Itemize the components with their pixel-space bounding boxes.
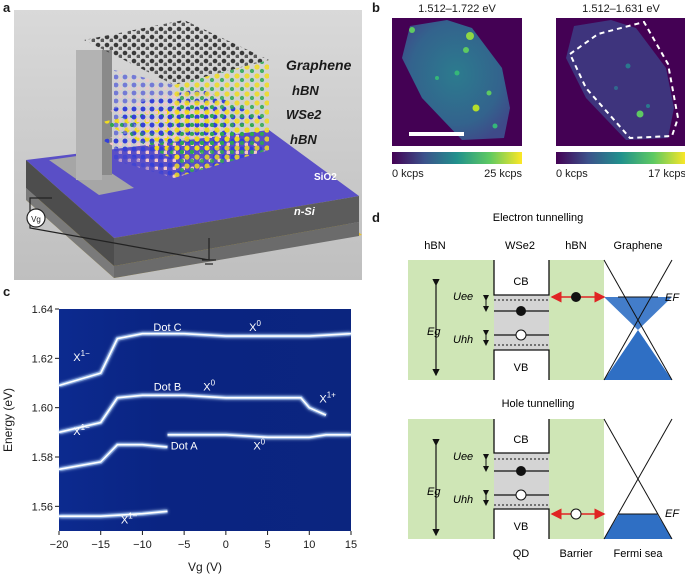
scale-bar xyxy=(409,132,464,136)
annotation-label: Dot A xyxy=(171,441,199,453)
cb-label-bottom: CB xyxy=(513,434,528,446)
vb-label-bottom: VB xyxy=(514,521,529,533)
colorbar-left-min: 0 kcps xyxy=(392,168,424,180)
colorbar-right xyxy=(556,152,685,164)
x-tick-label: 15 xyxy=(345,539,357,551)
column-label-hbn-right: hBN xyxy=(565,240,586,252)
eg-label-top: Eg xyxy=(427,326,441,338)
panel-label-a: a xyxy=(3,0,11,15)
y-tick-label: 1.56 xyxy=(32,501,53,513)
layer-label-hbn-top: hBN xyxy=(292,83,319,98)
pl-map-left xyxy=(392,18,522,146)
hole-tunnelling-title: Hole tunnelling xyxy=(502,398,575,410)
column-label-wse2: WSe2 xyxy=(505,240,535,252)
x-tick-label: −5 xyxy=(178,539,191,551)
uee-label-bottom: Uee xyxy=(453,451,473,463)
footer-label-fermi: Fermi sea xyxy=(614,548,664,560)
colorbar-right-max: 17 kcps xyxy=(648,168,685,180)
ef-label-bottom: EF xyxy=(665,508,680,520)
panel-label-c: c xyxy=(3,284,11,299)
series-line-1 xyxy=(58,394,327,434)
uee-label-top: Uee xyxy=(453,291,473,303)
footer-label-qd: QD xyxy=(513,548,530,560)
device-illustration: Vg Graphene hBN WSe2 hBN SiO2 n-Si xyxy=(14,10,362,280)
n-si-layer xyxy=(114,222,359,278)
ef-label-top: EF xyxy=(665,292,680,304)
colorbar-right-min: 0 kcps xyxy=(556,168,588,180)
x-axis-label: Vg (V) xyxy=(188,560,222,574)
series-layer xyxy=(58,331,352,519)
map-left-title: 1.512–1.722 eV xyxy=(418,3,496,15)
column-label-hbn-left: hBN xyxy=(424,240,445,252)
footer-label-barrier: Barrier xyxy=(559,548,592,560)
x-tick-label: −10 xyxy=(133,539,152,551)
layer-label-nsi: n-Si xyxy=(294,206,316,218)
panel-label-d: d xyxy=(372,210,380,225)
y-tick-label: 1.60 xyxy=(32,403,53,415)
annotation-label: Dot C xyxy=(153,322,181,334)
pl-gate-chart: −20 −15 −10 −5 0 5 10 15 1.56 1.58 1.60 1.62 1.64 Do… xyxy=(1,304,358,574)
pl-map-right xyxy=(556,18,685,146)
annotation-label: Dot B xyxy=(154,381,182,393)
cb-label-top: CB xyxy=(513,276,528,288)
x-tick-label: 5 xyxy=(265,539,271,551)
colorbar-left-max: 25 kcps xyxy=(484,168,522,180)
layer-label-sio2: SiO2 xyxy=(314,172,337,183)
y-axis-label: Energy (eV) xyxy=(1,388,15,452)
y-tick-label: 1.62 xyxy=(32,353,53,365)
layer-label-hbn-bottom: hBN xyxy=(290,132,317,147)
svg-text:Vg: Vg xyxy=(31,215,41,224)
series-line-4 xyxy=(59,510,168,517)
band-diagram: Electron tunnelling hBN WSe2 hBN Graphen… xyxy=(408,212,680,560)
eg-label-bottom: Eg xyxy=(427,486,441,498)
x-tick-label: 10 xyxy=(303,539,315,551)
ticks-layer: −20 −15 −10 −5 0 5 10 15 1.56 1.58 1.60 1.62 1.64 xyxy=(32,304,358,551)
series-line-3 xyxy=(58,443,168,471)
colorbar-left xyxy=(392,152,522,164)
map-right-title: 1.512–1.631 eV xyxy=(582,3,660,15)
electron-tunnelling-title: Electron tunnelling xyxy=(493,212,584,224)
vb-label-top: VB xyxy=(514,362,529,374)
uhh-label-top: Uhh xyxy=(453,334,473,346)
column-label-graphene: Graphene xyxy=(614,240,663,252)
heatmap-background xyxy=(59,309,351,531)
y-tick-label: 1.58 xyxy=(32,452,53,464)
gate-source-icon xyxy=(26,208,46,228)
x-tick-label: −15 xyxy=(91,539,110,551)
layer-label-graphene: Graphene xyxy=(286,57,352,73)
x-tick-label: 0 xyxy=(223,539,229,551)
uhh-label-bottom: Uhh xyxy=(453,494,473,506)
series-line-0 xyxy=(58,332,352,387)
panel-label-b: b xyxy=(372,0,380,15)
layer-label-wse2: WSe2 xyxy=(286,107,322,122)
flake-outline xyxy=(569,20,680,140)
y-tick-label: 1.64 xyxy=(32,304,53,316)
x-tick-label: −20 xyxy=(50,539,69,551)
series-line-2 xyxy=(167,434,351,439)
